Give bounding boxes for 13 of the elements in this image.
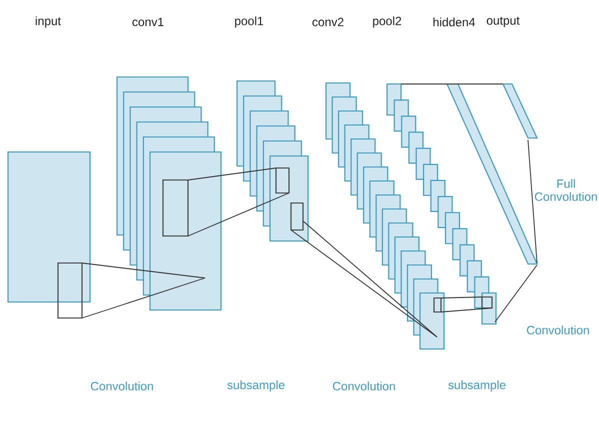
layer-name: conv1 <box>132 18 164 26</box>
operation-label: Convolution <box>332 382 395 390</box>
operation-label: subsample <box>227 380 284 392</box>
operation-label: subsample <box>448 380 506 392</box>
layer-name: input <box>36 16 61 28</box>
layer-name: output <box>486 16 520 28</box>
operation-label: Convolution <box>90 382 153 390</box>
layer-name: pool2 <box>373 16 402 28</box>
operation-label: Full Convolution <box>534 179 597 201</box>
layer-name: pool1 <box>235 16 264 28</box>
layer-name: hidden4 <box>433 18 475 26</box>
layer-name: conv2 <box>312 18 344 26</box>
operation-label: Convolution <box>526 326 589 334</box>
